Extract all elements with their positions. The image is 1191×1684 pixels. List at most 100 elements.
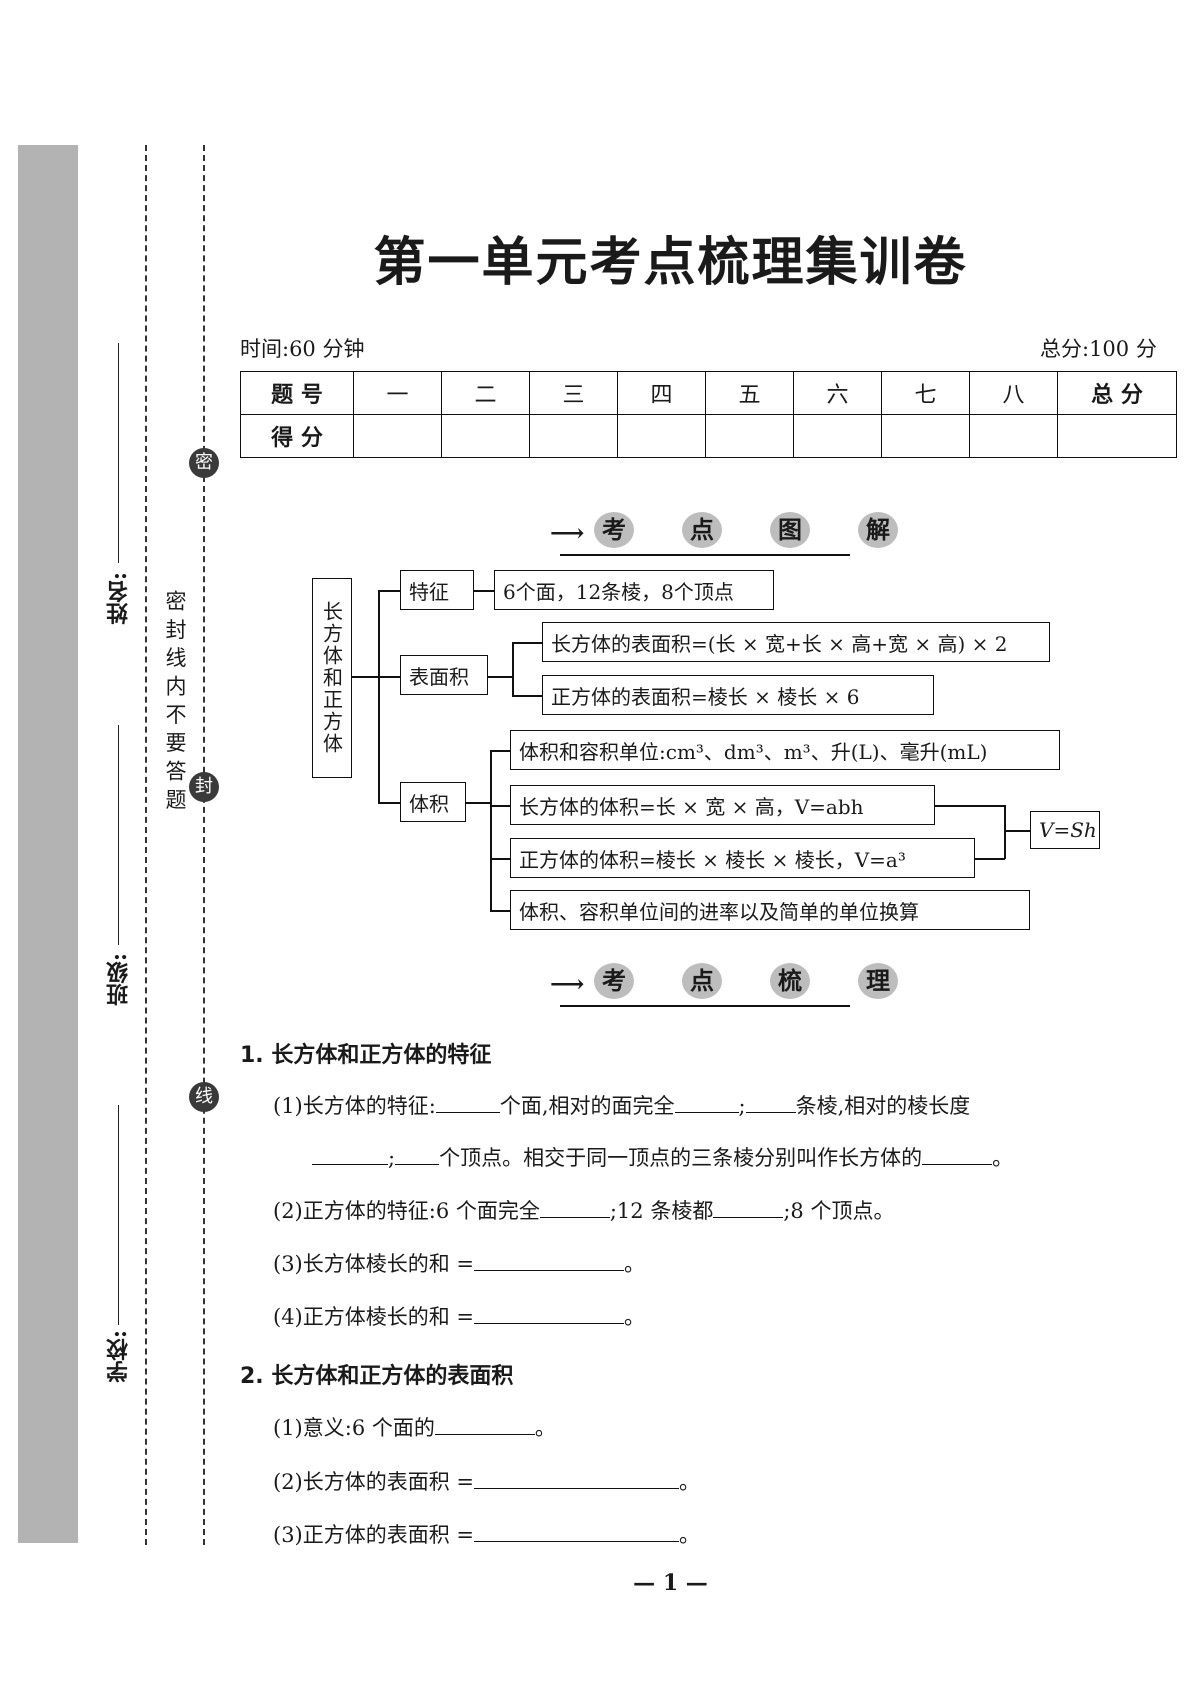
- answer-blank[interactable]: [474, 1521, 680, 1542]
- score-cell[interactable]: [529, 414, 618, 458]
- connector: [512, 642, 514, 696]
- question-text: 。: [679, 1523, 701, 1547]
- connector: [490, 750, 492, 910]
- connector: [474, 590, 494, 592]
- table-cell: 三: [529, 371, 618, 415]
- banner-char: 点: [682, 512, 722, 548]
- table-cell: 七: [881, 371, 970, 415]
- connector: [1004, 830, 1030, 832]
- question-text: ;12 条棱都: [609, 1199, 714, 1223]
- question-1-3: (3)长方体棱长的和 =。: [273, 1248, 645, 1278]
- banner-char: 梳: [770, 963, 810, 999]
- seal-circle-xian: 线: [189, 1082, 219, 1112]
- table-cell: 一: [353, 371, 442, 415]
- question-text: 个顶点。相交于同一顶点的三条棱分别叫作长方体的: [439, 1146, 923, 1170]
- score-table-score-row: 得 分: [240, 414, 1177, 458]
- connector: [378, 802, 400, 804]
- mindmap-root: 长方体和正方体: [312, 578, 352, 778]
- node-feature: 特征: [400, 570, 474, 610]
- score-cell[interactable]: [705, 414, 794, 458]
- question-text: ;: [388, 1146, 396, 1170]
- exam-total-score: 总分:100 分: [1040, 337, 1157, 361]
- answer-blank[interactable]: [713, 1197, 784, 1218]
- score-cell[interactable]: [617, 414, 706, 458]
- banner-underline: [560, 554, 850, 556]
- answer-blank[interactable]: [674, 1092, 739, 1113]
- connector: [352, 676, 378, 678]
- score-table-header-row: 题 号 一 二 三 四 五 六 七 八 总 分: [240, 371, 1177, 415]
- connector: [378, 590, 400, 592]
- feature-item: 6个面，12条棱，8个顶点: [494, 570, 774, 610]
- table-cell: 二: [441, 371, 530, 415]
- question-2-1: (1)意义:6 个面的。: [273, 1412, 556, 1442]
- connector: [490, 858, 510, 860]
- question-text: 。: [624, 1305, 646, 1329]
- table-cell: 题 号: [240, 371, 354, 415]
- answer-blank[interactable]: [922, 1144, 993, 1165]
- name-field-line[interactable]: [118, 343, 119, 563]
- merge-formula: V=Sh: [1030, 811, 1100, 849]
- volume-item: 体积和容积单位:cm³、dm³、m³、升(L)、毫升(mL): [510, 730, 1060, 770]
- banner-char: 点: [682, 963, 722, 999]
- exam-time: 时间:60 分钟: [240, 337, 365, 361]
- class-field-label: 班级:: [106, 953, 132, 1006]
- seal-circle-mi: 密: [189, 448, 219, 478]
- question-text: 。: [624, 1252, 646, 1276]
- table-cell: 得 分: [240, 414, 354, 458]
- answer-blank[interactable]: [474, 1250, 625, 1271]
- class-field-line[interactable]: [118, 725, 119, 945]
- answer-blank[interactable]: [435, 1092, 500, 1113]
- connector: [488, 676, 512, 678]
- question-1-2: (2)正方体的特征:6 个面完全;12 条棱都;8 个顶点。: [273, 1195, 894, 1225]
- school-field-label: 学校:: [106, 1330, 132, 1383]
- score-cell[interactable]: [793, 414, 882, 458]
- score-cell[interactable]: [353, 414, 442, 458]
- score-cell[interactable]: [441, 414, 530, 458]
- volume-item: 长方体的体积=长 × 宽 × 高，V=abh: [510, 785, 935, 825]
- seal-dashed-line-outer: [145, 145, 147, 1545]
- banner-review: ⟶ 考 点 梳 理: [550, 963, 898, 1007]
- banner-char: 考: [594, 963, 634, 999]
- banner-char: 考: [594, 512, 634, 548]
- question-text: 个面,相对的面完全: [499, 1094, 675, 1118]
- surface-item: 长方体的表面积=(长 × 宽+长 × 高+宽 × 高) × 2: [542, 622, 1050, 662]
- section-heading: 2. 长方体和正方体的表面积: [240, 1364, 514, 1389]
- question-text: 条棱,相对的棱长度: [795, 1094, 971, 1118]
- question-text: 。: [534, 1416, 556, 1440]
- answer-blank[interactable]: [312, 1144, 388, 1165]
- question-1-4: (4)正方体棱长的和 = 。: [273, 1301, 645, 1331]
- connector: [490, 910, 510, 912]
- banner-char: 图: [770, 512, 810, 548]
- question-text: (4)正方体棱长的和 =: [273, 1305, 475, 1329]
- question-1-1-cont: ;个顶点。相交于同一顶点的三条棱分别叫作长方体的。: [312, 1142, 1013, 1172]
- banner-char: 理: [858, 963, 898, 999]
- connector: [490, 805, 510, 807]
- table-cell: 五: [705, 371, 794, 415]
- surface-item: 正方体的表面积=棱长 × 棱长 × 6: [542, 675, 934, 715]
- answer-blank[interactable]: [474, 1468, 680, 1489]
- connector: [466, 802, 490, 804]
- seal-instruction: 密封线内不要答题: [163, 590, 187, 817]
- answer-blank[interactable]: [434, 1414, 535, 1435]
- score-cell[interactable]: [1057, 414, 1177, 458]
- node-volume: 体积: [400, 782, 466, 822]
- table-cell: 四: [617, 371, 706, 415]
- answer-blank[interactable]: [539, 1197, 610, 1218]
- school-field-line[interactable]: [118, 1105, 119, 1325]
- answer-blank[interactable]: [474, 1303, 625, 1324]
- answer-blank[interactable]: [745, 1092, 796, 1113]
- question-2-3: (3)正方体的表面积 =。: [273, 1519, 700, 1549]
- score-cell[interactable]: [881, 414, 970, 458]
- volume-item: 正方体的体积=棱长 × 棱长 × 棱长，V=a³: [510, 838, 975, 878]
- score-table: 题 号 一 二 三 四 五 六 七 八 总 分 得 分: [240, 371, 1177, 458]
- connector: [378, 676, 400, 678]
- score-cell[interactable]: [969, 414, 1058, 458]
- question-text: (2)长方体的表面积 =: [273, 1470, 475, 1494]
- section-heading: 1. 长方体和正方体的特征: [240, 1043, 492, 1068]
- answer-blank[interactable]: [395, 1144, 440, 1165]
- connector: [378, 590, 380, 802]
- connector: [512, 695, 542, 697]
- volume-item: 体积、容积单位间的进率以及简单的单位换算: [510, 890, 1030, 930]
- page-title: 第一单元考点梳理集训卷: [373, 232, 968, 293]
- connector: [512, 642, 542, 644]
